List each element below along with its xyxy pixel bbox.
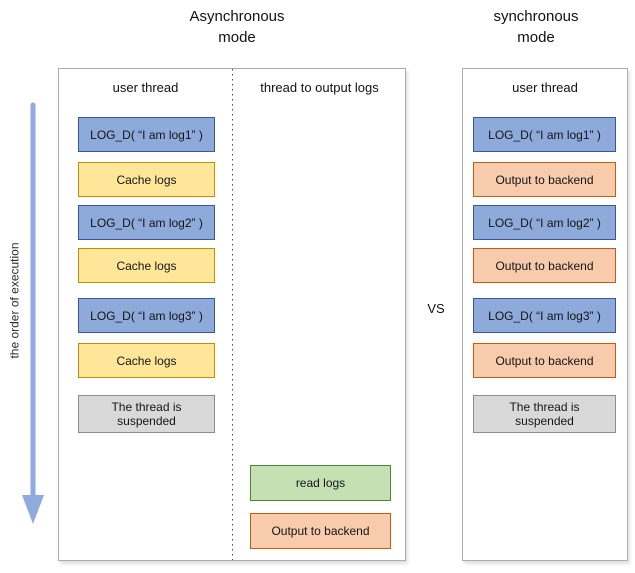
- async-user-thread-header: user thread: [112, 80, 179, 95]
- step-box-log-call: LOG_D( “I am log1” ): [473, 117, 616, 152]
- step-box-suspended: The thread is suspended: [473, 395, 616, 433]
- step-box-read-logs: read logs: [250, 465, 391, 501]
- step-box-output: Output to backend: [473, 162, 616, 197]
- execution-order-axis-label: the order of execution: [7, 242, 22, 359]
- execution-order-down-arrow-icon: [22, 102, 44, 524]
- async-mode-panel: user thread thread to output logs LOG_D(…: [58, 68, 406, 561]
- async-mode-title: Asynchronous mode: [189, 8, 285, 46]
- step-box-output: Output to backend: [250, 513, 391, 549]
- vs-label: VS: [427, 301, 445, 316]
- step-box-output: Output to backend: [473, 343, 616, 378]
- step-box-output: Output to backend: [473, 248, 616, 283]
- async-output-thread-header: thread to output logs: [260, 80, 379, 95]
- step-box-log-call: LOG_D( “I am log3” ): [78, 298, 215, 333]
- sync-user-thread-header: user thread: [512, 80, 578, 95]
- sync-mode-title: synchronous mode: [493, 8, 579, 46]
- step-box-cache: Cache logs: [78, 162, 215, 197]
- step-box-cache: Cache logs: [78, 248, 215, 283]
- step-box-log-call: LOG_D( “I am log2” ): [78, 205, 215, 240]
- step-box-suspended: The thread is suspended: [78, 395, 215, 433]
- thread-divider-dotted-line: [232, 69, 233, 560]
- step-box-log-call: LOG_D( “I am log2” ): [473, 205, 616, 240]
- step-box-log-call: LOG_D( “I am log1” ): [78, 117, 215, 152]
- step-box-log-call: LOG_D( “I am log3” ): [473, 298, 616, 333]
- step-box-cache: Cache logs: [78, 343, 215, 378]
- sync-mode-panel: user thread LOG_D( “I am log1” ) Output …: [462, 68, 628, 561]
